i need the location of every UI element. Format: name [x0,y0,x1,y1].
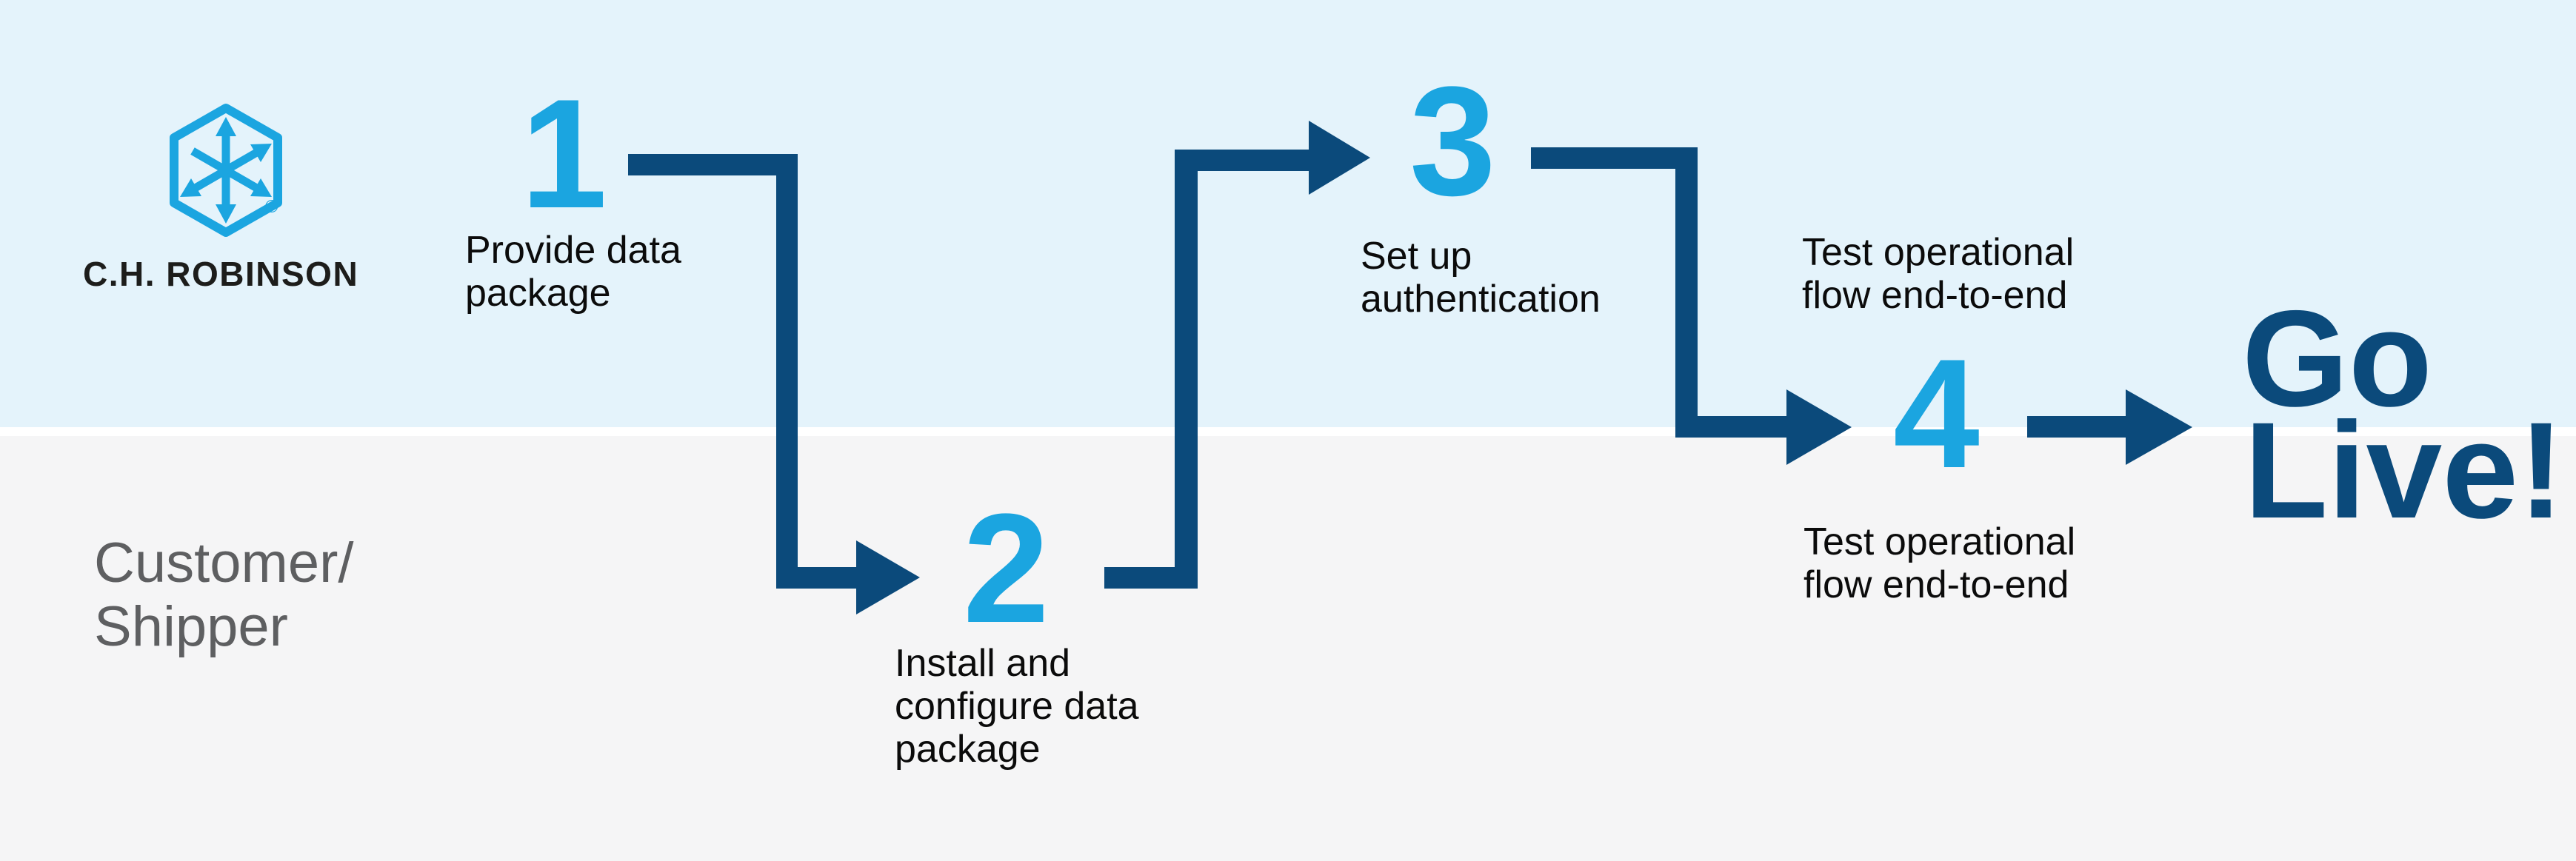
arrowhead-icon [856,540,920,614]
arrow-segment [1675,416,1786,438]
arrow-segment [2027,416,2126,438]
step-2-description: Install and configure data package [895,642,1139,771]
arrow-segment [776,567,858,589]
lane-label-customer-shipper: Customer/ Shipper [94,532,354,658]
arrow-segment [776,154,798,589]
arrowhead-icon [1786,389,1852,465]
arrow-segment [1531,147,1698,169]
customer-lane-band [0,436,2576,861]
arrow-segment [1175,150,1198,589]
step-1-description: Provide data package [465,229,681,315]
step-4-description-bottom: Test operational flow end-to-end [1803,520,2076,606]
arrow-segment [1675,147,1698,438]
step-4-number: 4 [1893,326,1980,500]
step-3-number: 3 [1409,54,1496,228]
step-1-number: 1 [521,67,607,241]
lane-divider [0,427,2576,436]
brand-wordmark: C.H. ROBINSON [83,255,359,293]
arrowhead-icon [2126,389,2192,465]
registered-trademark-icon: ® [265,197,278,217]
step-2-number: 2 [963,481,1050,655]
go-live-title-line2: Live! [2244,395,2564,547]
go-live-title-line1: Go [2242,283,2432,435]
step-4-description-top: Test operational flow end-to-end [1802,231,2075,317]
arrowhead-icon [1309,121,1370,195]
arrow-segment [1175,150,1309,171]
step-3-description: Set up authentication [1361,235,1601,321]
chrobinson-logo-icon [170,104,282,237]
chrobinson-lane-band [0,0,2576,427]
arrow-segment [628,154,798,175]
